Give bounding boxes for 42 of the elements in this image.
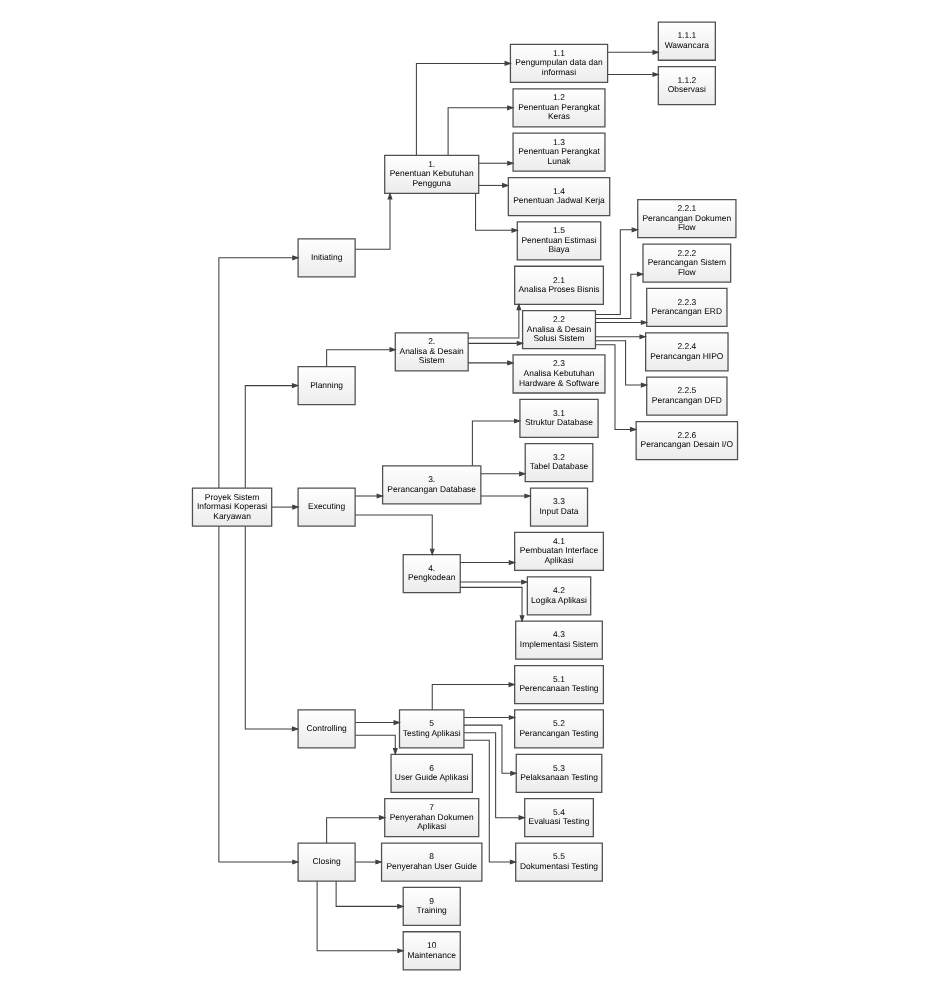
- arrow: [353, 733, 397, 755]
- arrow: [479, 470, 526, 476]
- arrow: [353, 492, 384, 498]
- arrow: [243, 382, 299, 488]
- arrow: [477, 159, 514, 165]
- arrow: [474, 192, 518, 232]
- arrow: [594, 226, 639, 315]
- arrow: [470, 417, 521, 466]
- arrow: [466, 339, 524, 345]
- arrow: [334, 879, 404, 908]
- arrow: [594, 333, 646, 339]
- arrow: [606, 48, 659, 54]
- arrow: [217, 524, 299, 864]
- arrow: [414, 59, 511, 155]
- arrow: [462, 731, 525, 820]
- arrow: [594, 343, 637, 432]
- arrow: [270, 503, 299, 509]
- arrow: [243, 524, 299, 731]
- arrow: [315, 879, 404, 953]
- arrow: [466, 301, 521, 338]
- arrow: [353, 858, 382, 864]
- arrow: [479, 492, 531, 498]
- arrow: [353, 719, 400, 725]
- arrow: [458, 578, 528, 584]
- arrow: [430, 680, 515, 710]
- arrow: [217, 254, 299, 488]
- arrow: [446, 104, 514, 155]
- arrow: [462, 738, 517, 864]
- arrow: [325, 814, 386, 843]
- arrow: [458, 585, 524, 622]
- arrow: [606, 70, 659, 77]
- arrow: [594, 339, 648, 387]
- arrow: [325, 346, 396, 366]
- arrow: [594, 270, 644, 319]
- arrow: [477, 181, 509, 188]
- arrow: [466, 359, 514, 365]
- arrow: [458, 558, 516, 565]
- arrow: [353, 191, 392, 249]
- arrow: [353, 513, 434, 556]
- arrow: [462, 713, 516, 720]
- arrow: [462, 723, 517, 775]
- arrow: [594, 318, 648, 325]
